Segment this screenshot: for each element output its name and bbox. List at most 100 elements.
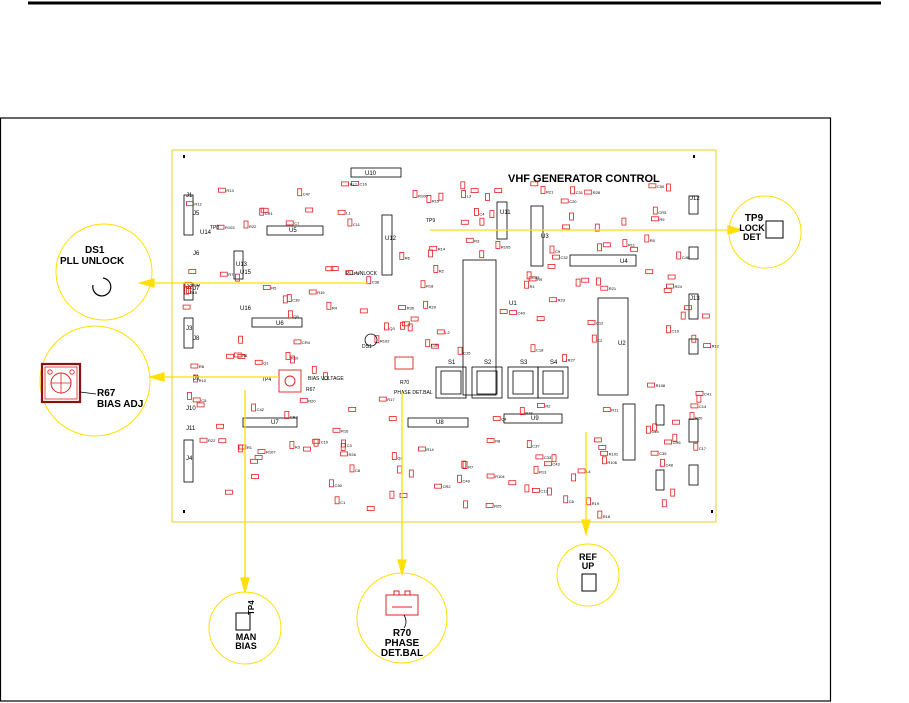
- component-ref-label: R8: [495, 439, 501, 444]
- component-footprint: [648, 183, 657, 189]
- component-footprint: [645, 269, 654, 275]
- component-footprint: [226, 353, 235, 359]
- component-footprint: [549, 297, 557, 303]
- component-ref-label: Q5: [293, 314, 299, 319]
- component-footprint: [537, 403, 545, 408]
- component-footprint: [417, 446, 426, 452]
- component-footprint: [374, 335, 380, 344]
- component-ref-label: C45: [532, 275, 540, 280]
- switch-row: [435, 366, 569, 399]
- component-footprint: [461, 460, 467, 469]
- callout-ref-up-testpoint-icon: [581, 573, 597, 592]
- component-footprint: [326, 301, 332, 310]
- pcb-board-outline: [171, 149, 717, 523]
- callout-ds1: [55, 223, 153, 321]
- component-ref-label: R5: [271, 286, 277, 291]
- component-ref-label: C17: [699, 446, 707, 451]
- callout-tp9-testpoint-icon: [765, 220, 784, 239]
- component-footprint: [581, 277, 590, 283]
- component-footprint: [549, 245, 555, 254]
- component-ref-label: R4: [354, 271, 360, 276]
- component-footprint: [216, 224, 225, 230]
- component-footprint: [185, 201, 194, 207]
- component-footprint: [680, 311, 686, 320]
- component-footprint: [596, 277, 601, 286]
- callout-leaders: [137, 225, 745, 595]
- component-ref-label: R9: [659, 217, 665, 222]
- component-ref-label: R28: [593, 190, 601, 195]
- component-footprint: [349, 464, 355, 473]
- callout-r70-pot-icon: [385, 590, 419, 616]
- component-footprint: [492, 416, 501, 421]
- component-footprint: [465, 237, 474, 243]
- component-footprint: [621, 217, 627, 226]
- board-label-phase-det: PHASE DET.BAL: [394, 390, 433, 396]
- component-footprint: [577, 468, 586, 474]
- component-footprint: [701, 313, 710, 319]
- component-footprint: [651, 216, 659, 222]
- component-footprint: [575, 278, 581, 287]
- component-ref-label: R13: [226, 188, 234, 193]
- component-footprint: [287, 310, 293, 319]
- switch-ref-label: S2: [484, 360, 492, 366]
- component-footprint: [233, 352, 242, 358]
- callout-ds1-circle: [55, 223, 153, 321]
- ic-ref-label: J6: [193, 251, 200, 257]
- component-ref-label: R27: [568, 358, 576, 363]
- component-ref-label: R25: [494, 503, 502, 508]
- component-ref-label: R20: [308, 398, 316, 403]
- component-footprint: [402, 321, 410, 327]
- component-footprint: [676, 251, 682, 260]
- callout-tp4-circle: [208, 591, 282, 665]
- component-ref-label: R29: [429, 304, 437, 309]
- ic-ref-label: U3: [541, 234, 549, 240]
- component-ref-label: L4: [586, 469, 591, 474]
- component-footprint: [192, 397, 201, 403]
- component-footprint: [560, 198, 569, 204]
- component-footprint: [524, 484, 530, 493]
- component-footprint: [251, 403, 257, 412]
- component-footprint: [519, 407, 525, 416]
- ic-ref-label: U5: [289, 228, 297, 234]
- component-footprint: [535, 454, 544, 460]
- component-footprint: [348, 406, 357, 412]
- component-ref-label: C35: [659, 451, 667, 456]
- callout-r67: [39, 325, 151, 437]
- component-footprint: [479, 250, 485, 259]
- component-footprint: [462, 461, 468, 470]
- component-ref-label: R22: [249, 224, 257, 229]
- component-footprint: [509, 310, 517, 315]
- callout-ds1-label: PLL UNLOCK: [60, 256, 125, 267]
- component-footprint: [196, 402, 205, 408]
- component-footprint: [473, 207, 479, 216]
- component-footprint: [664, 439, 672, 445]
- component-ref-label: R15: [432, 198, 440, 203]
- component-ref-label: CR1: [265, 211, 274, 216]
- component-ref-label: R9: [537, 277, 543, 282]
- component-footprint: [663, 287, 672, 293]
- ic-ref-label: J11: [186, 426, 196, 432]
- callout-ref-up-label: REF UP: [579, 552, 597, 571]
- component-footprint: [479, 217, 485, 226]
- component-ref-label: R102: [380, 339, 390, 344]
- component-footprint: [243, 220, 249, 229]
- component-ref-label: C16: [360, 181, 368, 186]
- component-footprint: [494, 188, 503, 194]
- component-ref-label: C3: [347, 443, 353, 448]
- component-footprint: [660, 458, 665, 467]
- callout-r67-label: BIAS ADJ: [97, 399, 144, 410]
- component-footprint: [457, 346, 463, 355]
- component-footprint: [485, 193, 490, 201]
- component-footprint: [397, 465, 403, 474]
- component-footprint: [428, 249, 433, 258]
- component-footprint: [347, 218, 353, 227]
- component-footprint: [337, 209, 346, 215]
- component-footprint: [672, 433, 678, 442]
- component-ref-label: R22: [208, 438, 216, 443]
- component-footprint: [388, 416, 397, 422]
- component-ref-label: R7: [468, 465, 474, 470]
- ic-ref-label: J13: [690, 296, 700, 302]
- component-footprint: [425, 339, 431, 348]
- ic-ref-label: U1: [509, 301, 517, 307]
- component-footprint: [199, 437, 208, 443]
